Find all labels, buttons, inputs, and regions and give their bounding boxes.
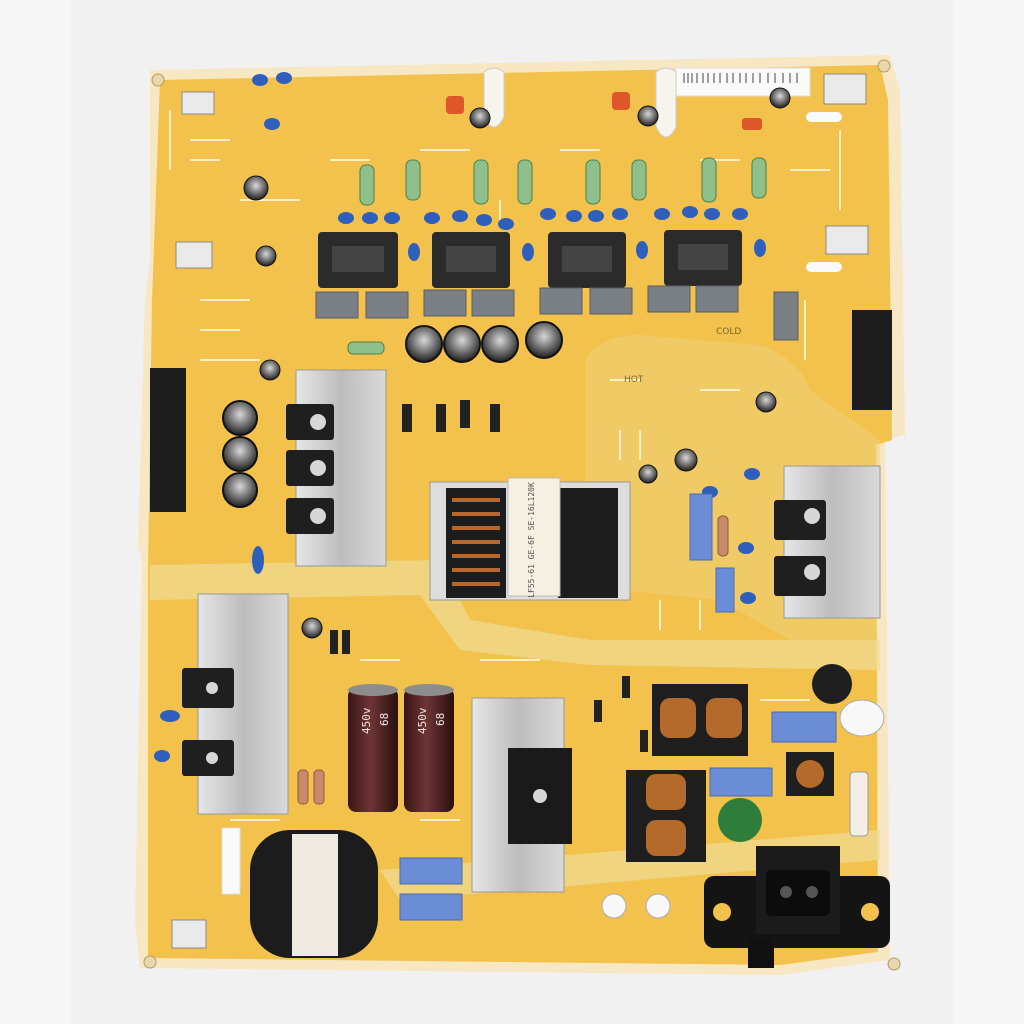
small-resistors (297, 515, 729, 805)
bulk-cap-value: 68 (434, 713, 447, 726)
bulk-cap-value: 68 (378, 713, 391, 726)
cold-label: COLD (716, 327, 741, 337)
rectifier-diodes-grey (315, 285, 799, 341)
connector (181, 91, 215, 115)
background-left (0, 0, 70, 1024)
y-cap-green (718, 798, 762, 842)
bulk-cap-voltage: 450v (416, 707, 429, 734)
connector (806, 112, 842, 122)
background-right (954, 0, 1024, 1024)
ceramic-caps-blue (154, 72, 766, 762)
bulk-capacitors: 450v 450v 68 68 (348, 684, 454, 812)
main-transformer: LF55-61 GE-6F SE-16L120K (429, 477, 631, 601)
mosfets (286, 404, 334, 534)
common-mode-chokes (626, 684, 834, 862)
transformer-label: LF55-61 GE-6F SE-16L120K (527, 482, 536, 598)
ac-inlet (704, 846, 890, 968)
barcode-sticker (221, 827, 241, 895)
isolation-zone (150, 560, 880, 670)
small-electrolytic-caps (243, 87, 791, 639)
connector (175, 241, 213, 269)
film-caps-red (446, 92, 762, 130)
silkscreen-marks (169, 110, 841, 821)
fuse (849, 771, 869, 837)
hot-label: HOT (624, 375, 644, 385)
output-connector (150, 368, 186, 512)
pfc-choke (250, 830, 378, 958)
y-caps-white (601, 699, 885, 919)
output-connector (852, 310, 892, 410)
plastic-clip (655, 67, 677, 138)
mounting-holes (143, 59, 901, 971)
output-inductors (318, 230, 742, 288)
output-electrolytic-caps (405, 321, 563, 363)
power-resistors-green (347, 157, 767, 355)
axial-diodes (330, 400, 648, 752)
connector (825, 225, 869, 255)
varistor (812, 664, 852, 704)
barcode-lines (683, 73, 798, 83)
film-caps-blue (399, 493, 837, 921)
connector (823, 73, 867, 105)
bulk-cap-voltage: 450v (360, 707, 373, 734)
standby-caps (222, 400, 258, 508)
connector (171, 919, 207, 949)
connector (806, 262, 842, 272)
